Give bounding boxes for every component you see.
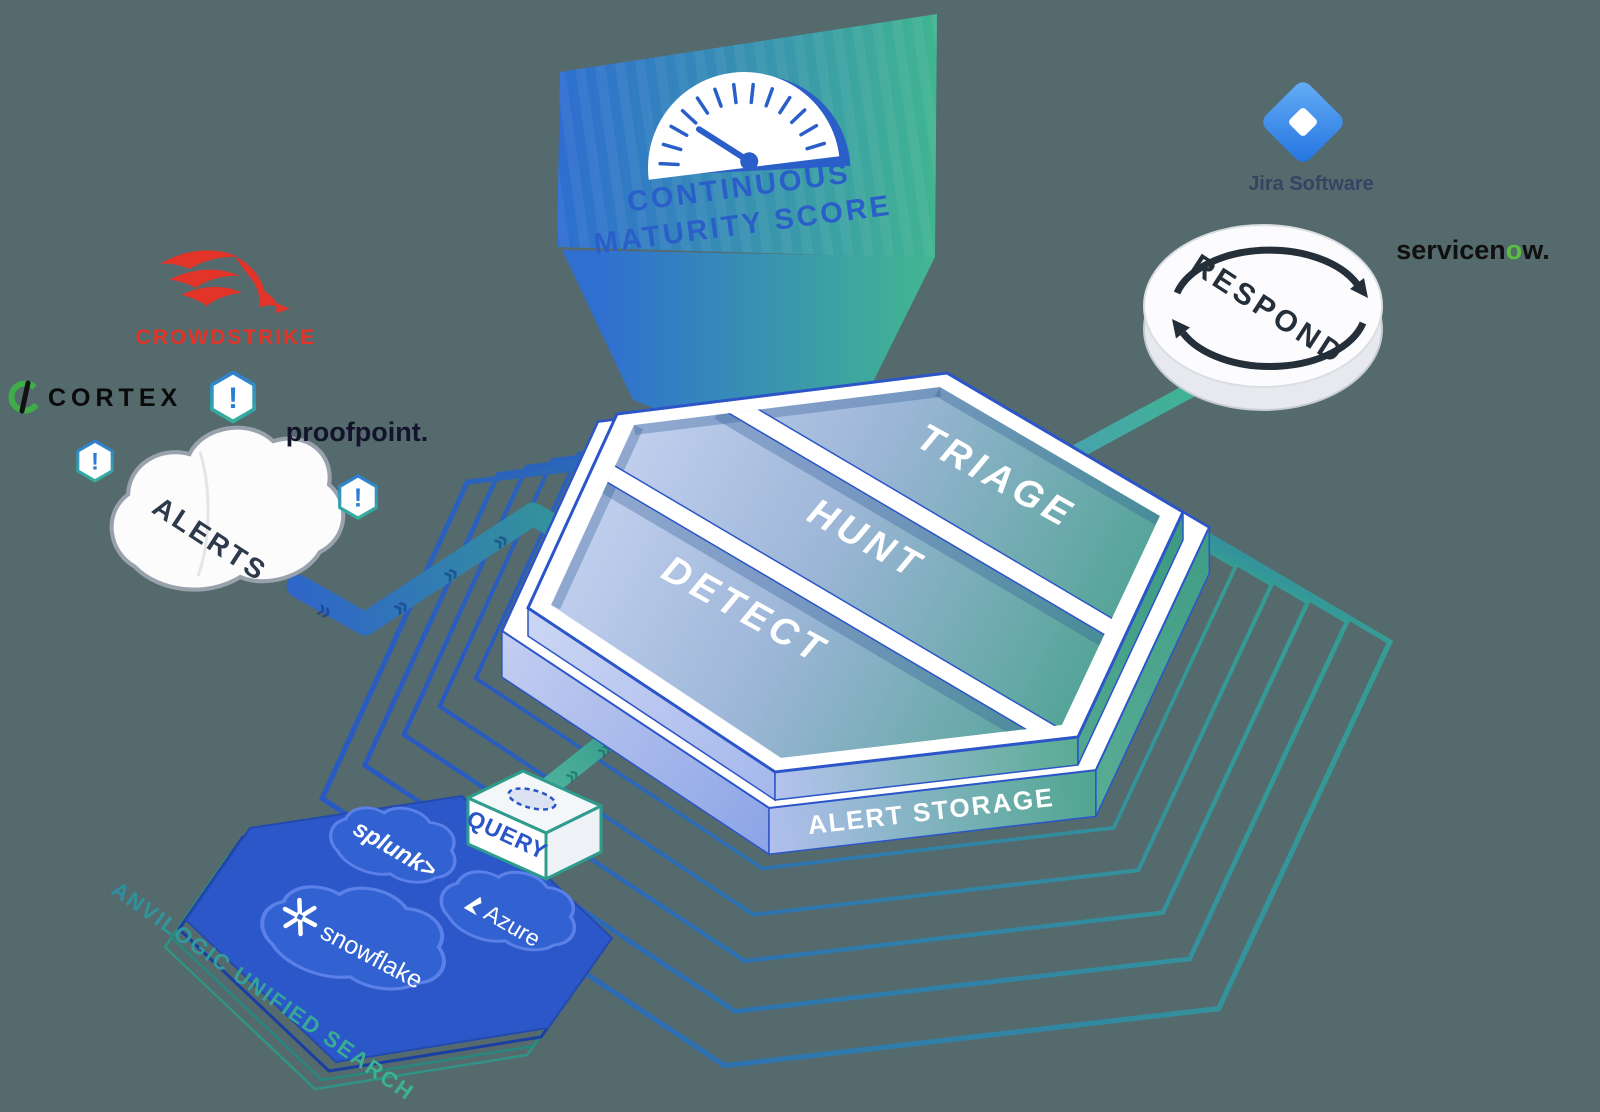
crowdstrike-logo: CROWDSTRIKE [136,250,317,349]
arrowhead-icon [1350,278,1368,298]
cortex-wordmark: CORTEX [48,384,182,412]
proofpoint-wordmark: proofpoint. [286,417,428,447]
maturity-billboard: CONTINUOUS MATURITY SCORE [557,14,937,462]
gauge-needle [695,126,753,165]
cortex-ring-icon [8,380,42,414]
query-box: QUERY [463,769,603,881]
jira-logo: Jira Software [1248,82,1374,195]
alerts-cloud: ALERTS [102,417,349,598]
respond-pipe [1050,378,1206,470]
azure-triangle-icon [463,896,482,916]
query-data-port [507,787,557,811]
gauge-ticks [658,82,827,167]
cortex-logo: CORTEX [8,380,182,414]
circular-arrows-cycle-icon [1173,246,1367,370]
exclamation-icon: ! [91,449,99,476]
respond-disk: RESPOND [1143,224,1383,411]
crowdstrike-wordmark: CROWDSTRIKE [136,326,317,349]
speedometer-gauge-icon [648,72,851,180]
exclamation-icon: ! [354,484,363,512]
jira-wordmark: Jira Software [1248,173,1374,195]
alert-badge-icon: ! [76,439,114,483]
jira-diamond-icon [1263,82,1343,162]
alert-badge-icon: ! [209,370,257,424]
detection-platform: ALERT STORAGE DETECT HUNT TRIAGE [500,371,1211,856]
arrowhead-icon [1172,319,1190,339]
servicenow-wordmark: servicenow. [1396,235,1550,265]
alert-badge-icon: ! [338,474,378,520]
exclamation-icon: ! [228,382,238,415]
crowdstrike-falcon-icon [160,250,290,313]
